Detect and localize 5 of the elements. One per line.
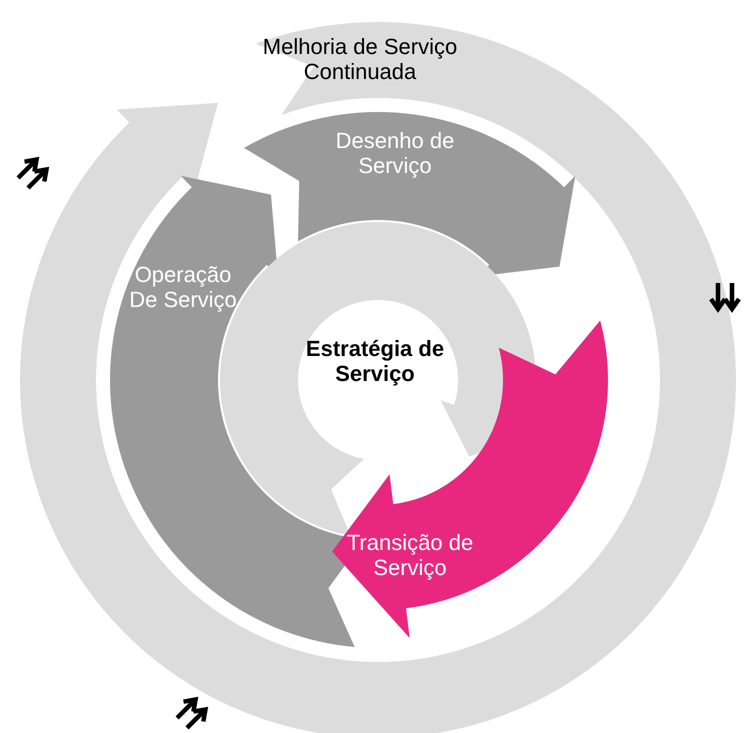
stage-label: Estratégia de Serviço: [290, 336, 460, 387]
stage-label: Melhoria de Serviço Continuada: [220, 34, 500, 85]
stage-label: Operação De Serviço: [118, 262, 248, 313]
stage-label: Transição de Serviço: [340, 530, 480, 581]
stage-label: Desenho de Serviço: [325, 128, 465, 179]
